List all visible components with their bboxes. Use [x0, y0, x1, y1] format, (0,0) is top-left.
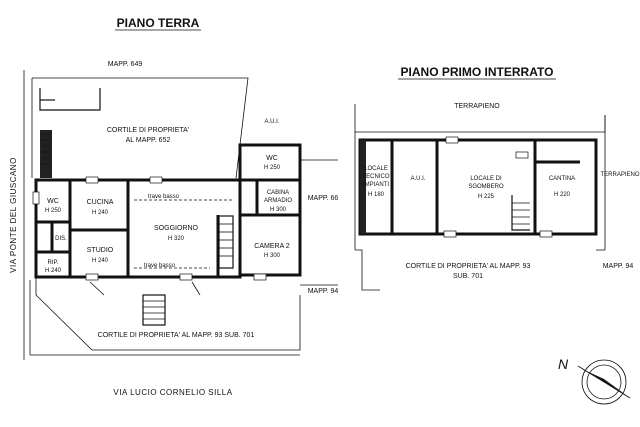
beam-top-label: trave basso — [148, 194, 180, 200]
mapp-649-label: MAPP. 649 — [108, 61, 143, 68]
dis-label: DIS. — [55, 236, 67, 242]
mapp-66-label: MAPP. 66 — [308, 195, 339, 202]
front-courtyard-boundary — [35, 277, 301, 351]
sgombero-height: H 225 — [478, 194, 495, 200]
wc-left-label: WC — [47, 198, 59, 205]
sgombero-label-line1: LOCALE DI — [470, 176, 502, 182]
sgombero-label-line2: SGOMBERO — [468, 184, 504, 190]
courtyard-label-line2: AL MAPP. 652 — [126, 137, 171, 144]
locale-tecnico-label-line3: IMPIANTI — [363, 182, 389, 188]
stair-soggiorno — [218, 215, 234, 269]
main-house-walls — [34, 178, 242, 279]
terrapieno-right-label: TERRAPIENO — [600, 172, 639, 178]
courtyard-stair-wall — [40, 130, 52, 178]
locale-tecnico-height: H 180 — [368, 192, 385, 198]
cantina-label: CANTINA — [549, 176, 575, 182]
rip-height: H 240 — [45, 268, 62, 274]
cantina-height: H 220 — [554, 192, 571, 198]
soggiorno-label: SOGGIORNO — [154, 225, 199, 232]
wc-left-height: H 250 — [45, 208, 62, 214]
soggiorno-height: H 320 — [168, 236, 185, 242]
compass-north-label: N — [558, 356, 569, 372]
basement-courtyard-label-line1: CORTILE DI PROPRIETA' AL MAPP. 93 — [406, 263, 531, 270]
cucina-height: H 240 — [92, 210, 109, 216]
aui-ground-label: A.U.I. — [264, 119, 279, 125]
basement-bottom-boundary — [355, 249, 380, 291]
front-courtyard-label: CORTILE DI PROPRIETA' AL MAPP. 93 SUB. 7… — [98, 332, 255, 339]
wc-right-height: H 250 — [264, 165, 281, 171]
locale-tecnico-label-line1: LOCALE — [364, 166, 388, 172]
mapp-94-ground-label: MAPP. 94 — [308, 288, 339, 295]
rip-label: RIP. — [48, 260, 59, 266]
aui-basement-label: A.U.I. — [410, 176, 425, 182]
camera-height: H 300 — [264, 253, 281, 259]
basement-plan: TERRAPIENO LOCALE TECNICO IMPIANTI H 180… — [354, 103, 640, 291]
courtyard-label-line1: CORTILE DI PROPRIETA' — [107, 127, 189, 134]
cucina-label: CUCINA — [87, 199, 114, 206]
cabina-height: H 300 — [270, 207, 287, 213]
locale-tecnico-label-line2: TECNICO — [363, 174, 390, 180]
street-left-label: VIA PONTE DEL GIUSCANO — [9, 157, 18, 273]
basement-courtyard-label-line2: SUB. 701 — [453, 273, 483, 280]
courtyard-top-wall — [39, 88, 101, 111]
ground-floor-plan: MAPP. 649 CORTILE DI PROPRIETA' AL MAPP.… — [9, 61, 338, 397]
compass-needle-icon — [582, 369, 626, 395]
studio-label: STUDIO — [87, 247, 114, 254]
studio-height: H 240 — [92, 258, 109, 264]
cabina-label-line1: CABINA — [267, 190, 289, 196]
wc-right-label: WC — [266, 155, 278, 162]
basement-right-boundary — [596, 115, 606, 251]
beam-bottom-label: trave basso — [144, 263, 176, 269]
street-bottom-label: VIA LUCIO CORNELIO SILLA — [113, 388, 232, 397]
basement-stair — [511, 195, 530, 231]
north-compass: N — [558, 356, 631, 405]
basement-title: PIANO PRIMO INTERRATO — [401, 65, 554, 79]
entrance-steps — [142, 294, 166, 326]
mapp-94-basement-label: MAPP. 94 — [603, 263, 634, 270]
ground-floor-title: PIANO TERRA — [117, 16, 200, 30]
compass-circle — [581, 359, 627, 405]
cabina-label-line2: ARMADIO — [264, 198, 292, 204]
terrapieno-top-label: TERRAPIENO — [454, 103, 500, 110]
camera-label: CAMERA 2 — [254, 243, 290, 250]
